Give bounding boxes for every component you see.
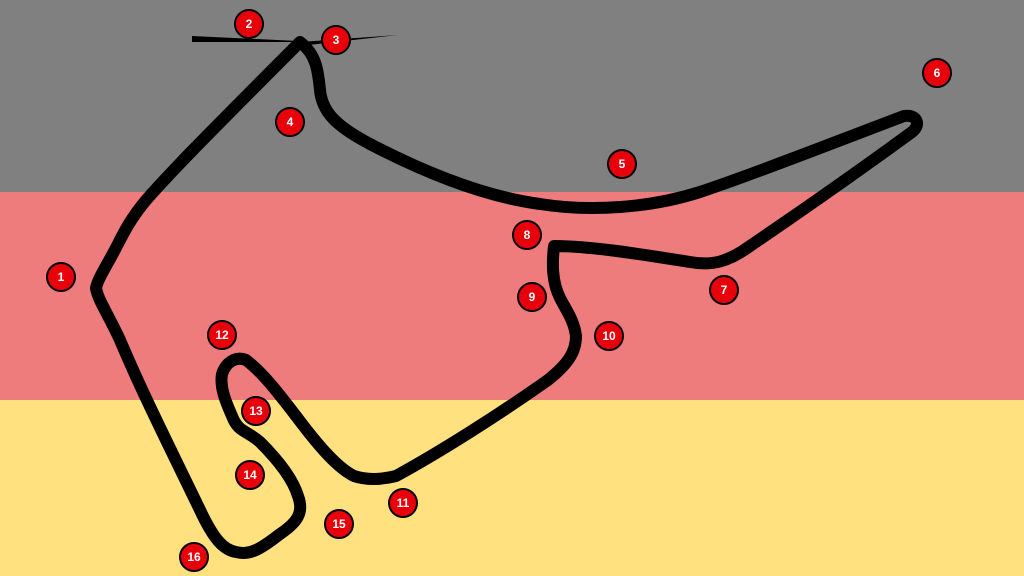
- corner-marker-circle: [594, 321, 624, 351]
- corner-marker-label: 14: [243, 468, 257, 482]
- corner-marker-label: 2: [246, 17, 253, 31]
- corner-marker-label: 15: [332, 517, 346, 531]
- corner-marker-15: 15: [324, 509, 354, 539]
- corner-marker-circle: [321, 25, 351, 55]
- corner-marker-circle: [179, 542, 209, 572]
- corner-marker-1: 1: [46, 262, 76, 292]
- corner-marker-14: 14: [235, 460, 265, 490]
- corner-marker-label: 6: [934, 66, 941, 80]
- corner-marker-label: 12: [215, 328, 229, 342]
- corner-marker-circle: [517, 282, 547, 312]
- corner-marker-label: 10: [602, 329, 616, 343]
- corner-marker-label: 13: [249, 404, 263, 418]
- circuit-path: [90, 36, 923, 559]
- corner-marker-label: 11: [397, 496, 410, 510]
- corner-marker-label: 9: [529, 290, 536, 304]
- corner-marker-16: 16: [179, 542, 209, 572]
- corner-marker-7: 7: [709, 275, 739, 305]
- corner-marker-label: 7: [721, 283, 728, 297]
- bottom-stripe: [0, 400, 1024, 576]
- corner-marker-circle: [207, 320, 237, 350]
- corner-marker-10: 10: [594, 321, 624, 351]
- corner-marker-circle: [709, 275, 739, 305]
- corner-marker-label: 5: [619, 157, 626, 171]
- corner-marker-circle: [241, 396, 271, 426]
- corner-marker-circle: [235, 460, 265, 490]
- corner-marker-circle: [922, 58, 952, 88]
- corner-marker-label: 1: [58, 270, 65, 284]
- corner-marker-circle: [324, 509, 354, 539]
- corner-marker-13: 13: [241, 396, 271, 426]
- corner-marker-circle: [607, 149, 637, 179]
- corner-marker-8: 8: [512, 220, 542, 250]
- corner-marker-3: 3: [321, 25, 351, 55]
- start-finish-line: [192, 35, 398, 46]
- corner-marker-2: 2: [234, 9, 264, 39]
- middle-stripe: [0, 192, 1024, 400]
- corner-marker-circle: [275, 107, 305, 137]
- corner-marker-circle: [234, 9, 264, 39]
- top-stripe: [0, 0, 1024, 192]
- corner-marker-11: 11: [388, 488, 418, 518]
- corner-marker-label: 8: [524, 228, 531, 242]
- corner-marker-label: 3: [333, 33, 340, 47]
- corner-marker-9: 9: [517, 282, 547, 312]
- corner-marker-12: 12: [207, 320, 237, 350]
- corner-marker-4: 4: [275, 107, 305, 137]
- corner-marker-5: 5: [607, 149, 637, 179]
- corner-marker-6: 6: [922, 58, 952, 88]
- corner-marker-label: 4: [287, 115, 294, 129]
- corner-marker-circle: [512, 220, 542, 250]
- corner-marker-circle: [46, 262, 76, 292]
- corner-marker-circle: [388, 488, 418, 518]
- corner-marker-label: 16: [187, 550, 201, 564]
